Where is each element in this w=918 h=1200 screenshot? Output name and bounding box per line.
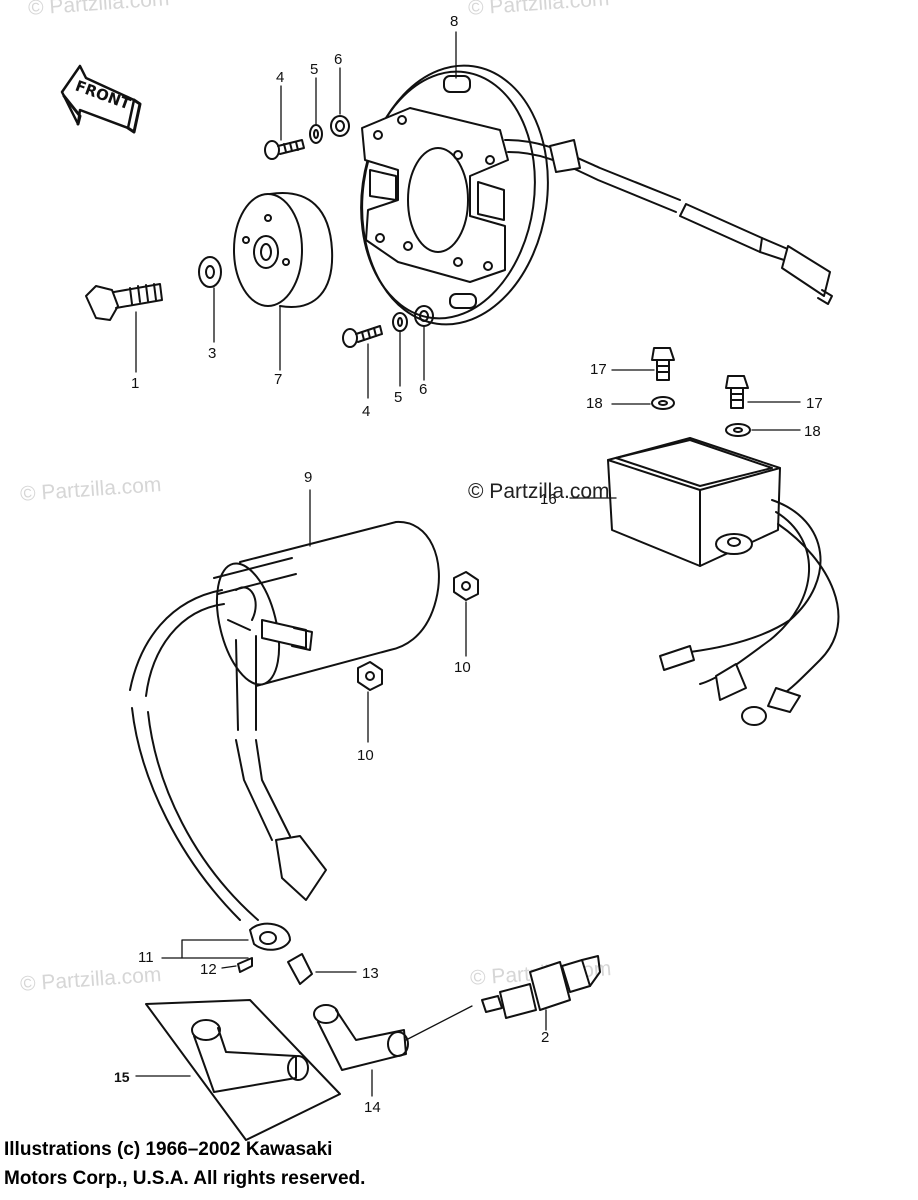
callout-18: 18 — [586, 395, 603, 412]
callout-9: 9 — [304, 469, 313, 486]
callout-15: 15 — [114, 1069, 130, 1085]
washer-6-top — [330, 115, 350, 137]
ignition-coil-9 — [129, 520, 440, 921]
callout-6: 6 — [334, 51, 343, 68]
plug-cap-14 — [313, 1004, 409, 1071]
screw-4-bottom — [342, 325, 383, 348]
washer-18-right — [725, 423, 751, 437]
callout-17: 17 — [590, 361, 607, 378]
clamp-11 — [249, 922, 291, 951]
callout-1: 1 — [131, 375, 140, 392]
washer-5-bottom — [392, 312, 408, 332]
front-arrow-icon — [60, 64, 142, 134]
callout-8: 8 — [450, 13, 459, 30]
leader-lines — [135, 31, 801, 1097]
callout-4: 4 — [276, 69, 285, 86]
cap-13 — [287, 953, 313, 985]
callout-13: 13 — [362, 965, 379, 982]
callout-6: 6 — [419, 381, 428, 398]
callout-7: 7 — [274, 371, 283, 388]
screw-12 — [237, 957, 253, 973]
callout-2: 2 — [541, 1029, 550, 1046]
center-watermark: © Partzilla.com — [468, 480, 610, 503]
callout-12: 12 — [200, 961, 217, 978]
bolt-17-left — [651, 347, 675, 381]
callout-3: 3 — [208, 345, 217, 362]
nut-10-left — [357, 661, 383, 691]
cdi-unit-16 — [607, 437, 840, 726]
callout-11: 11 — [138, 949, 154, 966]
stator-plate — [360, 64, 833, 326]
copyright-line-1: Illustrations (c) 1966–2002 Kawasaki — [4, 1139, 333, 1160]
nut-10-right — [453, 571, 479, 601]
bolt-17-right — [725, 375, 749, 409]
washer-3 — [198, 256, 222, 288]
callout-14: 14 — [364, 1099, 381, 1116]
washer-18-left — [651, 396, 675, 410]
copyright-line-2: Motors Corp., U.S.A. All rights reserved… — [4, 1168, 366, 1189]
callout-17: 17 — [806, 395, 823, 412]
bolt-1 — [85, 283, 163, 321]
screw-4-top — [264, 139, 305, 160]
washer-5-top — [309, 124, 323, 144]
callout-4: 4 — [362, 403, 371, 420]
callout-5: 5 — [310, 61, 319, 78]
rotor-7 — [233, 192, 334, 308]
callout-10: 10 — [357, 747, 374, 764]
spark-plug-2 — [481, 955, 601, 1019]
callout-18: 18 — [804, 423, 821, 440]
callout-5: 5 — [394, 389, 403, 406]
callout-10: 10 — [454, 659, 471, 676]
plug-cap-15 — [145, 999, 341, 1141]
callout-16: 16 — [540, 491, 557, 508]
